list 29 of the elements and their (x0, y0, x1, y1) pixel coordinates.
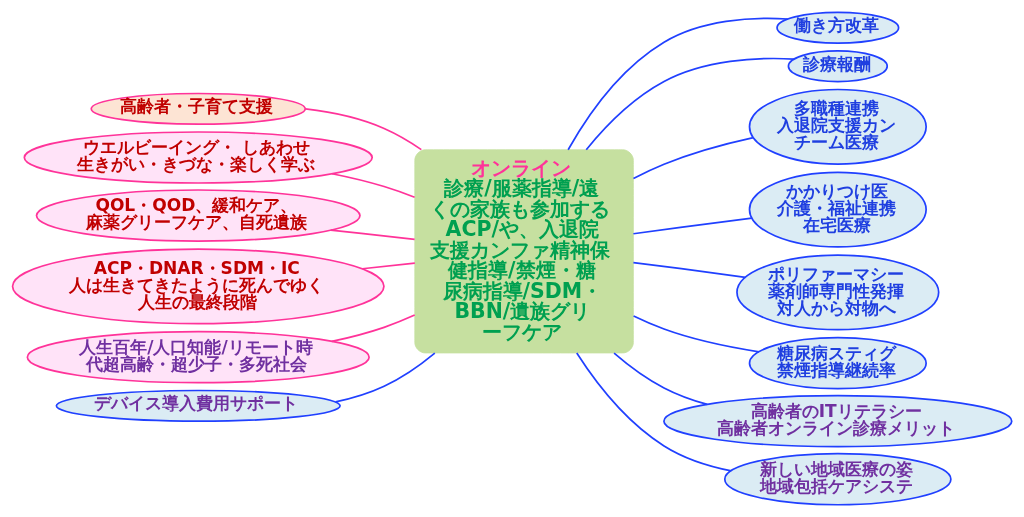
connector (613, 352, 709, 406)
node-ellipse: 人生百年/人口知能/リモート時代超高齢・超少子・多死社会 (26, 330, 370, 384)
connector (632, 136, 755, 180)
node-ellipse: かかりつけ医介護・福祉連携在宅医療 (748, 171, 927, 248)
node-ellipse: 多職種連携入退院支援カンチーム医療 (748, 88, 927, 165)
connector (329, 229, 416, 241)
node-ellipse: 診療報酬 (787, 49, 889, 83)
connector (567, 17, 789, 151)
connector (334, 352, 436, 403)
connector (632, 217, 753, 235)
connector (361, 262, 416, 270)
node-ellipse: QOL・QOD、緩和ケア、麻薬グリーフケア、自死遺族 (35, 189, 361, 242)
connector (575, 352, 733, 472)
node-ellipse: 新しい地域医療の姿地域包括ケアシステ (723, 452, 952, 506)
connector (632, 315, 760, 353)
node-box: オンライン 診療/服薬指導/遠くの家族も参加するACP/や、入退院支援カンファ精神保健指導/禁煙・糖尿病指導/SDM・BBN/遺族グリーフケア (414, 149, 634, 354)
node-ellipse: ACP・DNAR・SDM・IC人は生きてきたように死んでゆく人生の最終段階 (11, 248, 385, 325)
connector (632, 261, 747, 279)
node-ellipse: ポリファーマシー薬剤師専門性発揮対人から対物へ (736, 254, 940, 331)
connector (585, 57, 795, 151)
node-ellipse: 働き方改革 (776, 11, 900, 44)
connector (331, 314, 416, 343)
connector (304, 108, 423, 151)
node-ellipse: 高齢者のITリテラシー高齢者オンライン診療メリット (663, 394, 1013, 448)
node-ellipse: ウエルビーイング・ しあわせ生きがい・きづな・楽しく学ぶ (23, 131, 373, 184)
node-ellipse: 糖尿病スティグ禁煙指導継続率 (748, 336, 927, 390)
node-ellipse: デバイス導入費用サポート (55, 389, 341, 423)
node-ellipse: 高齢者・子育て支援 (90, 92, 307, 126)
connector (331, 172, 416, 199)
